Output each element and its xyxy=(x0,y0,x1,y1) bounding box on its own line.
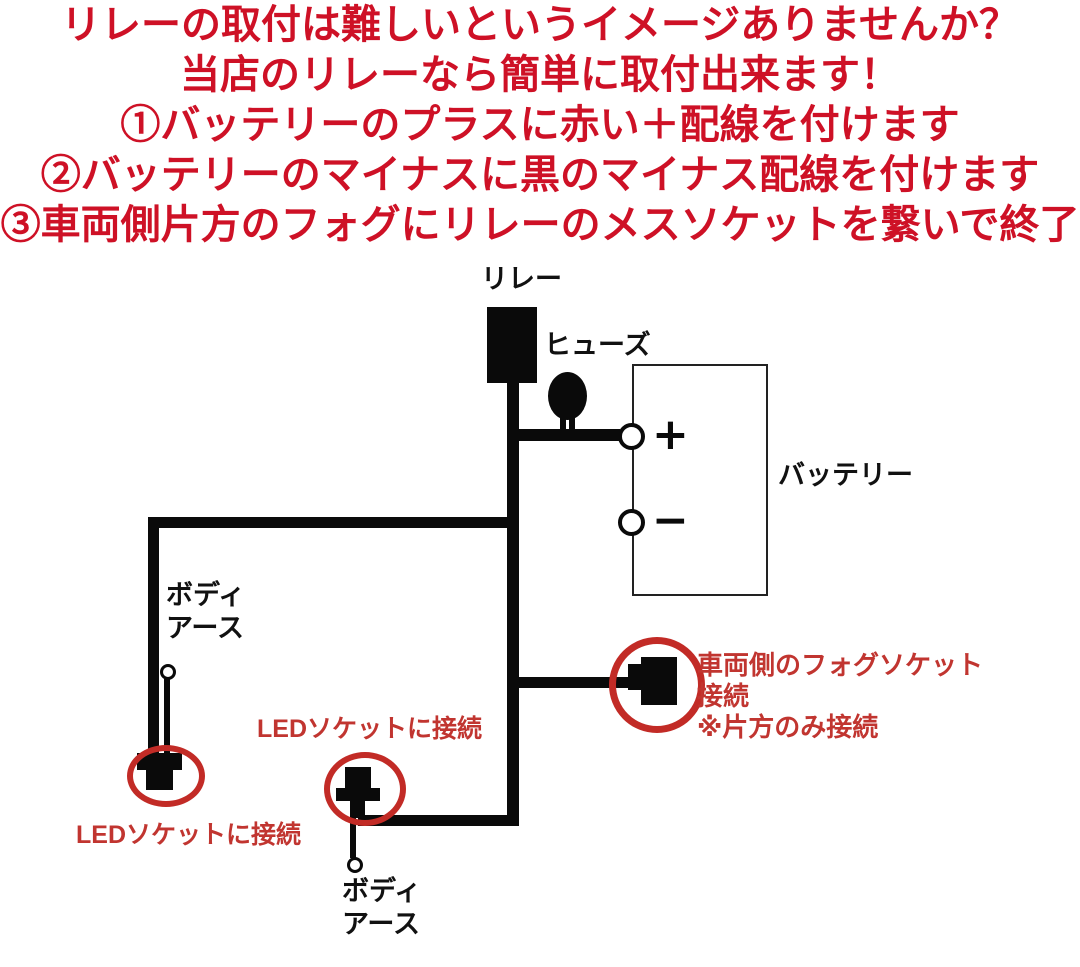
wire-main-horizontal xyxy=(148,517,517,528)
body-earth-bottom-line1: ボディ xyxy=(342,876,422,906)
fuse-prong-right xyxy=(569,415,575,433)
promo-line-5: ③車両側片方のフォグにリレーのメスソケットを繋いで終了 xyxy=(0,202,1080,247)
led-annotation-mid: LEDソケットに接続 xyxy=(257,715,483,743)
highlight-circle-fog xyxy=(609,637,705,733)
battery-label: バッテリー xyxy=(778,460,913,490)
highlight-circle-led-left xyxy=(127,745,205,807)
fuse-prong-left xyxy=(560,415,566,433)
relay-label: リレー xyxy=(481,264,562,294)
fuse-label: ヒューズ xyxy=(544,330,651,360)
battery-plus-terminal xyxy=(618,423,645,450)
fog-annotation-line1: 車両側のフォグソケット xyxy=(697,650,984,680)
body-earth-bottom-label: ボディ アース xyxy=(342,875,421,941)
body-earth-left-line2: アース xyxy=(166,613,245,643)
earth-wire-left xyxy=(164,679,170,755)
wire-fog-branch xyxy=(511,677,635,688)
promo-line-3: ①バッテリーのプラスに赤い＋配線を付けます xyxy=(120,102,960,147)
wire-relay-vertical xyxy=(507,380,519,826)
earth-wire-bottom xyxy=(350,810,356,858)
body-earth-left-line1: ボディ xyxy=(166,580,246,610)
fog-annotation-line2: 接続 xyxy=(697,681,750,711)
wire-to-battery-plus xyxy=(507,429,620,441)
promo-line-1: リレーの取付は難しいというイメージありませんか？ xyxy=(61,2,1019,47)
promo-line-2: 当店のリレーなら簡単に取付出来ます！ xyxy=(180,52,900,97)
earth-ring-terminal-bottom xyxy=(347,857,363,873)
fog-annotation-line3: ※片方のみ接続 xyxy=(697,712,879,742)
fog-annotation: 車両側のフォグソケット 接続 ※片方のみ接続 xyxy=(697,650,983,743)
battery-minus-terminal xyxy=(618,509,645,536)
earth-ring-terminal-left xyxy=(160,664,176,680)
body-earth-left-label: ボディ アース xyxy=(166,579,245,645)
plus-sign: + xyxy=(652,409,689,460)
promo-line-4: ②バッテリーのマイナスに黒のマイナス配線を付けます xyxy=(40,152,1040,197)
relay-box xyxy=(487,307,537,383)
wire-left-vertical xyxy=(148,517,159,757)
minus-sign: − xyxy=(652,495,689,546)
body-earth-bottom-line2: アース xyxy=(342,909,421,939)
battery-box xyxy=(632,364,768,596)
wire-bottom-horizontal xyxy=(358,815,517,826)
led-annotation-left: LEDソケットに接続 xyxy=(76,821,302,849)
fuse-body xyxy=(548,372,587,420)
promo-text-block: リレーの取付は難しいというイメージありませんか？ 当店のリレーなら簡単に取付出来… xyxy=(0,0,1080,250)
highlight-circle-led-mid xyxy=(324,752,406,826)
